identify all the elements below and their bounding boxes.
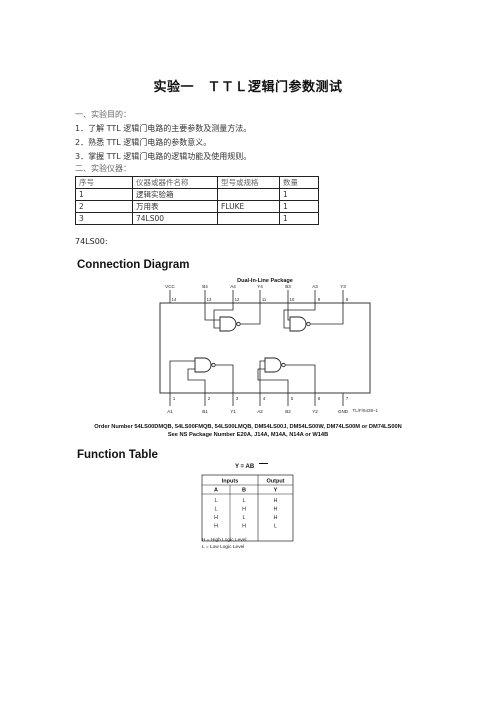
inversion-bubble <box>281 362 286 368</box>
pin-label: A2 <box>257 409 263 414</box>
column-header-y: Y <box>274 488 278 494</box>
table-row: 3 74LS00 1 <box>75 212 319 225</box>
pin-label: Y1 <box>230 409 236 414</box>
table-cell: 1 <box>279 200 319 213</box>
section-heading-equipment: 二、实验仪器： <box>75 164 131 173</box>
table-cell: 2 <box>75 200 133 213</box>
gate-wiring <box>169 303 344 393</box>
table-cell: L <box>215 507 218 513</box>
function-table-heading: Function Table <box>77 449 158 461</box>
table-cell: 逻辑实验箱 <box>132 188 218 201</box>
table-cell: L <box>243 498 246 504</box>
package-label: Dual-In-Line Package <box>237 278 293 284</box>
inversion-bubble <box>236 321 241 327</box>
order-number-line: Order Number 54LS00DMQB, 54LS00FMQB, 54L… <box>94 424 402 430</box>
pin-label: B2 <box>285 409 291 414</box>
table-cell: 1 <box>279 212 319 225</box>
section-heading-objectives: 一、实验目的： <box>75 110 131 119</box>
objective-item-2: 2．熟悉 TTL 逻辑门电路的参数意义。 <box>75 138 212 147</box>
chip-label: 74LS00: <box>75 237 108 246</box>
pin-number: 3 <box>236 396 239 401</box>
table-cell: H <box>274 507 278 513</box>
pin-number: 1 <box>173 396 176 401</box>
nand-gate-2 <box>264 357 282 373</box>
objective-item-3: 3．掌握 TTL 逻辑门电路的逻辑功能及使用规则。 <box>75 152 252 161</box>
pin-label: VCC <box>165 284 175 289</box>
nand-gate-1 <box>194 357 212 373</box>
table-cell: 74LS00 <box>132 212 218 225</box>
pin-number: 10 <box>290 297 295 302</box>
inversion-bubble <box>211 362 216 368</box>
table-cell: H <box>242 524 246 530</box>
pin-number: 7 <box>346 396 349 401</box>
table-header-cell: 序号 <box>75 176 133 189</box>
table-header-cell: 仪器或器件名称 <box>132 176 218 189</box>
table-header-cell: 数量 <box>279 176 319 189</box>
table-cell: L <box>243 515 246 521</box>
table-cell: 1 <box>279 188 319 201</box>
pin-label: GND <box>338 409 349 414</box>
connection-diagram: Dual-In-Line Package VCC14B413A412Y411B3… <box>159 278 378 414</box>
table-cell: H <box>242 507 246 513</box>
column-header-b: B <box>242 488 246 494</box>
pin-number: 5 <box>291 396 294 401</box>
nand-gate-3 <box>289 316 307 332</box>
figure-ref: TL/F/6439–1 <box>352 408 378 413</box>
table-row: 2 万用表 FLUKE 1 <box>75 200 319 213</box>
table-cell: FLUKE <box>217 200 280 213</box>
pin-label: B3 <box>285 284 291 289</box>
legend-low: L = Low Logic Level <box>202 545 245 550</box>
column-header-a: A <box>214 488 218 494</box>
pin-label: A4 <box>230 284 236 289</box>
pin-label: B1 <box>202 409 208 414</box>
table-cell: 万用表 <box>132 200 218 213</box>
pin-label: B4 <box>202 284 208 289</box>
logic-equation: Y = AB <box>235 464 255 470</box>
table-cell: H <box>214 524 218 530</box>
overbar <box>259 463 268 464</box>
table-cell: 3 <box>75 212 133 225</box>
pin-label: A1 <box>167 409 173 414</box>
pin-number: 13 <box>207 297 212 302</box>
table-cell: H <box>274 515 278 521</box>
table-cell: 1 <box>75 188 133 201</box>
inversion-bubble <box>306 321 311 327</box>
page-title: 实验一 ＴＴＬ逻辑门参数测试 <box>153 80 343 95</box>
pin-number: 4 <box>263 396 266 401</box>
inputs-header: Inputs <box>222 479 239 485</box>
pin-number: 12 <box>235 297 240 302</box>
legend-high: H = High Logic Level <box>202 538 247 543</box>
equipment-table: 序号 仪器或器件名称 型号或规格 数量 1 逻辑实验箱 1 2 万用表 FLUK… <box>75 176 319 225</box>
output-header: Output <box>266 479 284 485</box>
objective-item-1: 1．了解 TTL 逻辑门电路的主要参数及测量方法。 <box>75 124 252 133</box>
connection-diagram-heading: Connection Diagram <box>77 259 190 271</box>
nand-gate-4 <box>219 316 237 332</box>
table-cell: L <box>215 498 218 504</box>
package-number-line: See NS Package Number E20A, J14A, M14A, … <box>167 432 329 438</box>
chip-body <box>159 302 371 394</box>
pin-number: 6 <box>318 396 321 401</box>
table-cell: H <box>214 515 218 521</box>
pin-number: 11 <box>262 297 267 302</box>
pin-label: A3 <box>312 284 318 289</box>
table-cell: H <box>274 498 278 504</box>
table-header-cell: 型号或规格 <box>217 176 280 189</box>
table-row: 1 逻辑实验箱 1 <box>75 188 319 201</box>
pin-label: Y2 <box>312 409 318 414</box>
table-cell <box>217 188 280 201</box>
pin-number: 14 <box>172 297 177 302</box>
pin-label: Y3 <box>340 284 346 289</box>
table-cell <box>217 212 280 225</box>
table-header-row: 序号 仪器或器件名称 型号或规格 数量 <box>75 176 319 189</box>
table-cell: L <box>274 524 277 530</box>
pin-label: Y4 <box>257 284 263 289</box>
pin-number: 2 <box>208 396 211 401</box>
pin-number: 8 <box>346 297 349 302</box>
pin-number: 9 <box>318 297 321 302</box>
